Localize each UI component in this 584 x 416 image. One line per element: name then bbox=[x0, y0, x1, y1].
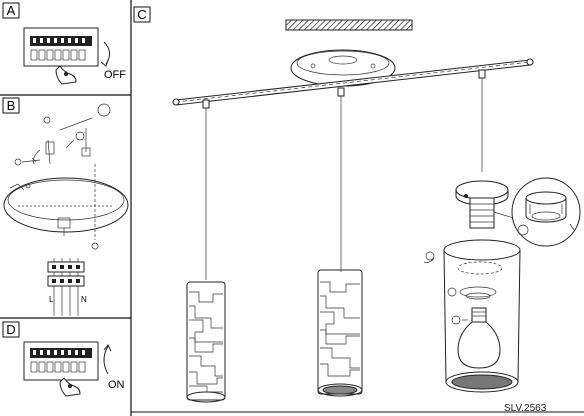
light-bulb bbox=[457, 307, 501, 369]
socket-detail-zoom bbox=[493, 177, 581, 247]
panel-c-label: C bbox=[133, 6, 151, 23]
ceiling-plate bbox=[285, 19, 413, 31]
lamp-shade-right-exploded bbox=[443, 239, 521, 393]
lamp-bar bbox=[172, 58, 534, 106]
pendant-cables bbox=[205, 78, 483, 280]
cable-anchors bbox=[202, 69, 486, 109]
wire-label-live: L bbox=[49, 295, 54, 304]
assembly-step-markers bbox=[423, 251, 468, 325]
panel-a-label: A bbox=[2, 2, 20, 19]
lamp-shade-center bbox=[317, 269, 363, 397]
lamp-shade-left bbox=[186, 281, 226, 403]
panel-b-label: B bbox=[2, 97, 20, 114]
panel-a-hand bbox=[55, 65, 77, 85]
panel-b-ceiling-canopy bbox=[3, 177, 129, 236]
switch-off-label: OFF bbox=[104, 69, 126, 81]
panel-a-fusebox bbox=[23, 27, 110, 67]
svg-text:C: C bbox=[137, 7, 146, 22]
product-code: SLV.2563 bbox=[504, 403, 547, 414]
panel-b-terminal-block bbox=[47, 258, 85, 316]
panel-d-fusebox bbox=[23, 341, 112, 381]
lamp-socket-holder bbox=[455, 158, 509, 229]
wire-label-neutral: N bbox=[81, 295, 87, 304]
panel-b-fixing-parts bbox=[9, 103, 111, 250]
switch-on-label: ON bbox=[108, 379, 125, 391]
svg-text:B: B bbox=[7, 98, 16, 113]
panel-d-label: D bbox=[2, 321, 20, 338]
panel-d-hand bbox=[59, 377, 81, 397]
svg-text:A: A bbox=[7, 3, 16, 18]
svg-text:D: D bbox=[6, 322, 15, 337]
